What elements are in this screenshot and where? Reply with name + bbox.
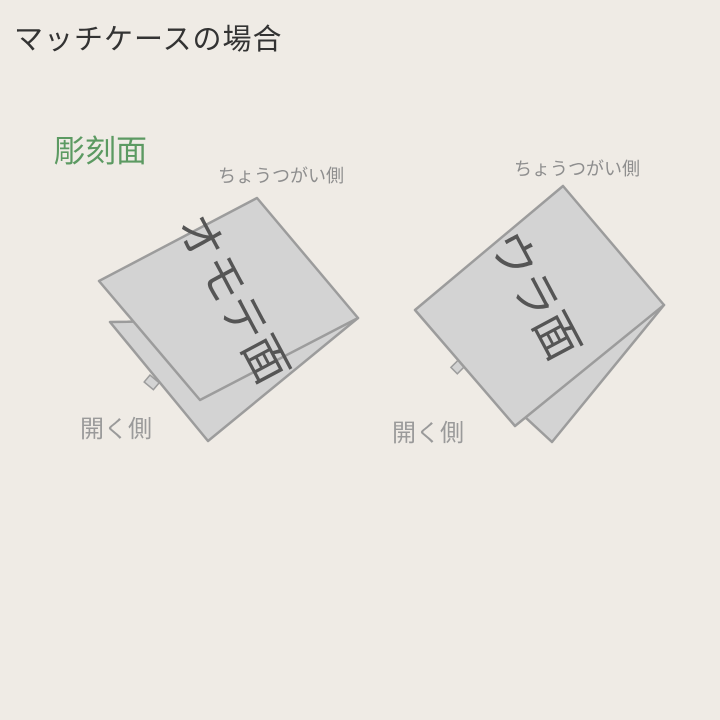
- right-match-case: ウラ面: [413, 184, 666, 444]
- page-title: マッチケースの場合: [14, 22, 283, 56]
- left-match-case: オモテ面: [97, 196, 360, 443]
- right-front-panel: [413, 184, 666, 428]
- right-open-side-label: 開く側: [392, 419, 464, 447]
- engraving-face-heading: 彫刻面: [54, 134, 147, 170]
- right-hinge-side-label: ちょうつがい側: [514, 159, 640, 180]
- left-open-side-label: 開く側: [80, 415, 152, 443]
- left-front-panel: [97, 196, 360, 402]
- left-hinge-side-label: ちょうつがい側: [218, 166, 344, 187]
- left-clasp-tab: [143, 374, 161, 391]
